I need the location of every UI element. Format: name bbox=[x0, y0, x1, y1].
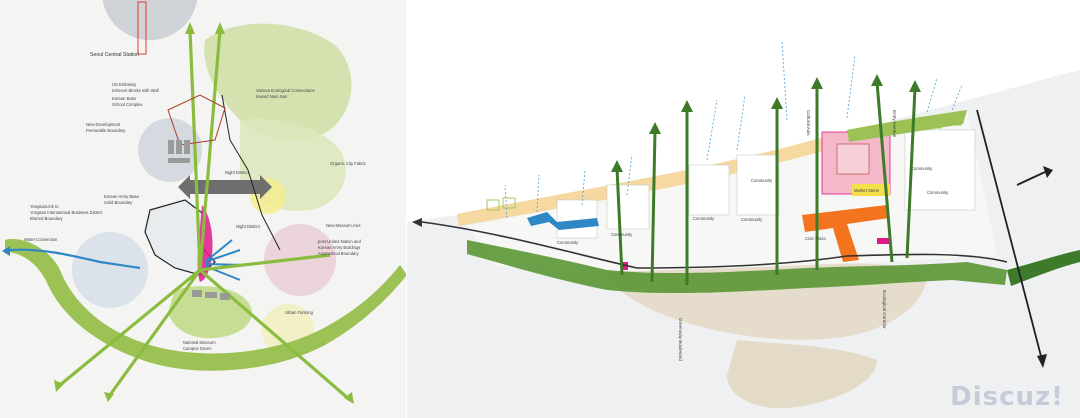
green-vertical-arrows bbox=[615, 81, 917, 285]
label-yongsan-2: Yongsan International Business District bbox=[30, 210, 103, 215]
label-us-embassy-3: Korean Base bbox=[112, 96, 137, 101]
museum-blue-fan bbox=[204, 239, 246, 281]
water-connection-line bbox=[9, 248, 141, 270]
small-green-block-outlines bbox=[486, 114, 962, 211]
right-map-svg: Greenway Boulevard Cultural Axis Ecologi… bbox=[407, 0, 1080, 409]
label-new-dev: New Development bbox=[86, 122, 121, 127]
orange-cross-axis bbox=[802, 205, 889, 262]
label-us-embassy-4: School Complex bbox=[112, 102, 143, 107]
left-map-svg: Seoul Central Station US Embassy Introve… bbox=[2, 0, 407, 404]
main-road bbox=[421, 221, 1008, 269]
east-shore-green bbox=[1007, 250, 1080, 286]
night-district-bar bbox=[190, 180, 260, 194]
label-army-base-2: Solid Boundary bbox=[104, 200, 133, 205]
green-shoreline bbox=[467, 240, 1007, 294]
station-building bbox=[137, 1, 147, 55]
green-arrowheads bbox=[54, 22, 354, 404]
water-arrowhead bbox=[2, 246, 10, 256]
blue-water-feature bbox=[527, 212, 599, 230]
campus-green bbox=[168, 286, 252, 339]
label-un-2: Korean Army Buildings bbox=[318, 245, 360, 250]
night-arrow-left bbox=[178, 175, 190, 199]
community-blocks bbox=[556, 129, 976, 239]
vlabel-greenway: Greenway Boulevard bbox=[678, 318, 683, 361]
label-museum-axis: New Museum Axis bbox=[326, 223, 360, 228]
right-site-plan: Greenway Boulevard Cultural Axis Ecologi… bbox=[407, 0, 1080, 418]
block-label: Community bbox=[751, 178, 773, 183]
block-label: Community bbox=[927, 190, 949, 195]
label-army-base: Korean Army Base bbox=[104, 194, 140, 199]
vlabel-cultural-axis: Cultural Axis bbox=[806, 110, 811, 136]
label-un-3: Asymetrical Boundary bbox=[318, 251, 360, 256]
magenta-accent bbox=[877, 238, 889, 244]
plaza-building bbox=[836, 143, 870, 175]
green-vertical-arrowheads bbox=[611, 74, 921, 172]
label-urban-farming: Urban Farming bbox=[285, 310, 314, 315]
label-new-dev-2: Permeable Boundary bbox=[86, 128, 126, 133]
label-un: post-United Nation and bbox=[318, 239, 362, 244]
dotted-blue-connections bbox=[504, 41, 963, 219]
label-yongsan: YongsanLink to bbox=[30, 204, 59, 209]
label-night-district: Night District bbox=[225, 170, 250, 175]
embassy-block bbox=[167, 94, 226, 146]
eco-patch-nam-san bbox=[204, 23, 352, 141]
block-label: Community bbox=[911, 166, 933, 171]
river-green-band bbox=[5, 238, 407, 371]
southeast-arrow-line bbox=[976, 109, 1043, 361]
night-arrow-right bbox=[260, 175, 272, 199]
southeast-arrowhead bbox=[1037, 354, 1047, 368]
yellow-market bbox=[852, 184, 890, 196]
vlabel-ecological: Ecological Corridor bbox=[882, 290, 887, 329]
label-museum-green: National Museum bbox=[183, 340, 216, 345]
upper-land bbox=[407, 0, 1080, 222]
label-eco-2: toward Nam San bbox=[256, 94, 288, 99]
block-label: Community bbox=[693, 216, 715, 221]
boundary-line bbox=[221, 94, 281, 251]
road-arrow-west bbox=[412, 218, 422, 227]
label-night-district-2: Night District bbox=[236, 224, 261, 229]
east-arrowhead bbox=[1043, 166, 1053, 178]
station-zone bbox=[102, 0, 198, 40]
label-water: Water Connection bbox=[24, 237, 58, 242]
block-label: Community bbox=[557, 240, 579, 245]
block-label: Community bbox=[611, 232, 633, 237]
plaza-label: Civic Plaza bbox=[805, 236, 826, 241]
left-concept-map: Seoul Central Station US Embassy Introve… bbox=[0, 0, 407, 418]
label-yongsan-3: Blurred Boundary bbox=[30, 216, 63, 221]
label-us-embassy-2: Introvert Blocks with Wall bbox=[112, 88, 159, 93]
green-radial-arrows bbox=[58, 29, 352, 402]
yongsan-circle bbox=[72, 232, 148, 308]
label-eco: Various Ecological Connections bbox=[256, 88, 315, 93]
east-arrow-line bbox=[1016, 171, 1046, 186]
label-museum-green-2: Campus Green bbox=[183, 346, 212, 351]
market-label: Market Street bbox=[854, 188, 880, 193]
label-us-embassy: US Embassy bbox=[112, 82, 137, 87]
building-cluster bbox=[168, 140, 230, 300]
label-organic: Organic City Fabric bbox=[330, 161, 366, 166]
block-label: Community bbox=[741, 217, 763, 222]
forum-watermark: Discuz! bbox=[950, 382, 1064, 412]
label-seoul-station: Seoul Central Station bbox=[90, 52, 139, 58]
vlabel-entry: Entry Avenue bbox=[892, 110, 897, 138]
southern-dotted-land bbox=[727, 340, 877, 409]
